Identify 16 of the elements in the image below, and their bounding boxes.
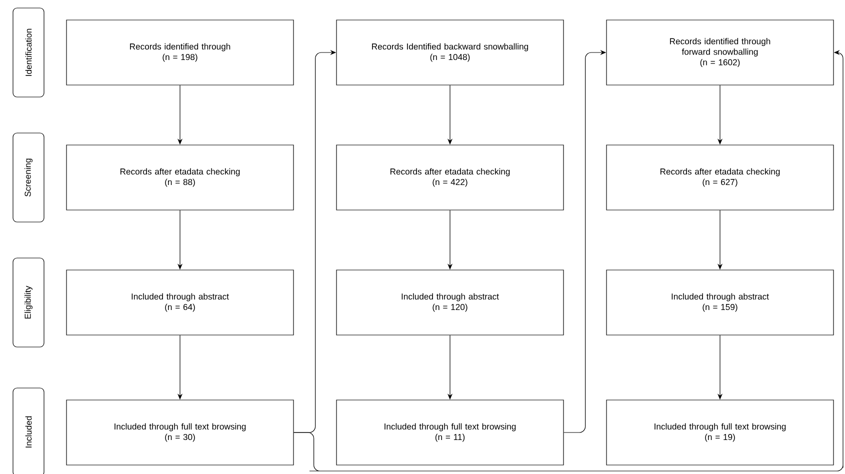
process-box: Records after etadata checking (n = 88) <box>66 144 294 210</box>
process-box: Records identified through forward snowballing (n = 1602) <box>606 20 834 86</box>
process-box: Records Identified backward snowballing (n = 1048) <box>336 20 564 86</box>
process-box: Included through abstract (n = 64) <box>66 270 294 336</box>
process-box: Included through full text browsing (n = 11) <box>336 400 564 466</box>
process-box: Included through abstract (n = 159) <box>606 270 834 336</box>
stage-label: Screening <box>12 132 44 222</box>
stage-label: Identification <box>12 8 44 98</box>
process-box: Records identified through (n = 198) <box>66 20 294 86</box>
process-box: Records after etadata checking (n = 627) <box>606 144 834 210</box>
process-box: Included through full text browsing (n = 19) <box>606 400 834 466</box>
process-box: Included through full text browsing (n = 30) <box>66 400 294 466</box>
process-box: Included through abstract (n = 120) <box>336 270 564 336</box>
stage-label: Included <box>12 388 44 474</box>
stage-label: Eligibility <box>12 258 44 348</box>
process-box: Records after etadata checking (n = 422) <box>336 144 564 210</box>
